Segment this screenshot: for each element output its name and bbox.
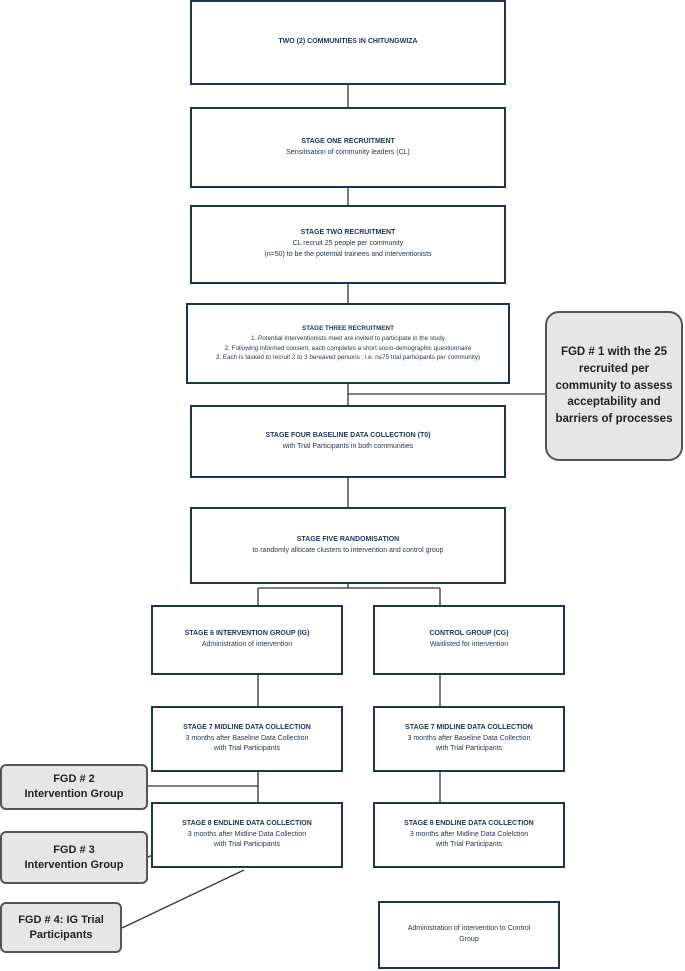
ig-midline-title: STAGE 7 MIDLINE DATA COLLECTION	[183, 723, 311, 731]
fgd3-line: FGD # 3	[53, 843, 95, 856]
stage-one-line: Sensitisation of community leaders (CL)	[286, 148, 410, 156]
cg-midline-line: 3 months after Baseline Data Collection	[407, 734, 531, 742]
ig-endline-box: STAGE 8 ENDLINE DATA COLLECTION 3 months…	[151, 802, 343, 868]
stage-four-line: with Trial Participants in both communit…	[282, 442, 414, 450]
control-group-box: CONTROL GROUP (CG) Waitlisted for interv…	[373, 605, 565, 675]
stage-five-title: STAGE FIVE RANDOMISATION	[296, 535, 400, 543]
stage-five-line: to randomly allocate clusters to interve…	[252, 546, 444, 554]
ig-endline-line: 3 months after Midline Data Collection	[187, 830, 307, 838]
cg-midline-box: STAGE 7 MIDLINE DATA COLLECTION 3 months…	[373, 706, 565, 772]
ig-midline-box: STAGE 7 MIDLINE DATA COLLECTION 3 months…	[151, 706, 343, 772]
fgd2-box: FGD # 2 Intervention Group	[0, 764, 148, 810]
cg-midline-title: STAGE 7 MIDLINE DATA COLLECTION	[405, 723, 533, 731]
stage-three-line: 3. Each is tasked to recruit 2 to 3 bere…	[215, 354, 481, 362]
cg-endline-line: 3 months after Midline Data Colelction	[409, 830, 529, 838]
stage-two-line: (n=50) to be the potential trainees and …	[264, 250, 432, 258]
fgd1-line: recruited per	[578, 362, 650, 375]
fgd2-line: FGD # 2	[53, 773, 95, 786]
intervention-group-line: Administration of intervention	[201, 641, 293, 648]
cg-midline-line: with Trial Participants	[435, 745, 503, 753]
ig-midline-line: with Trial Participants	[213, 745, 281, 753]
cg-administration-line: Administration of intervention to Contro…	[407, 925, 531, 933]
stage-five-box: STAGE FIVE RANDOMISATION to randomly all…	[190, 507, 506, 584]
stage-one-title: STAGE ONE RECRUITMENT	[301, 137, 395, 145]
fgd4-line: FGD # 4: IG Trial	[18, 913, 104, 926]
intervention-group-box: STAGE 6 INTERVENTION GROUP (IG) Administ…	[151, 605, 343, 675]
fgd1-line: FGD # 1 with the 25	[560, 346, 668, 359]
stage-two-box: STAGE TWO RECRUITMENT CL recruit 25 peop…	[190, 205, 506, 284]
stage-four-box: STAGE FOUR BASELINE DATA COLLECTION (T0)…	[190, 405, 506, 478]
communities-title: TWO (2) COMMUNITIES IN CHITUNGWIZA	[278, 38, 418, 46]
fgd3-box: FGD # 3 Intervention Group	[0, 831, 148, 884]
cg-endline-box: STAGE 8 ENDLINE DATA COLLECTION 3 months…	[373, 802, 565, 868]
fgd3-line: Intervention Group	[24, 858, 124, 871]
fgd1-line: acceptability and	[567, 396, 661, 409]
cg-administration-box: Administration of intervention to Contro…	[378, 901, 560, 969]
connector-fgd4	[121, 869, 245, 929]
communities-box: TWO (2) COMMUNITIES IN CHITUNGWIZA	[190, 0, 506, 85]
fgd1-box: FGD # 1 with the 25 recruited per commun…	[545, 311, 683, 461]
stage-three-box: STAGE THREE RECRUITMENT 1. Potential Int…	[186, 303, 510, 384]
intervention-group-title: STAGE 6 INTERVENTION GROUP (IG)	[184, 630, 310, 638]
fgd1-line: community to assess	[555, 379, 673, 392]
fgd4-line: Participants	[29, 928, 93, 941]
stage-two-line: CL recruit 25 people per community	[292, 240, 404, 248]
stage-three-title: STAGE THREE RECRUITMENT	[302, 325, 394, 332]
stage-three-line: 1. Potential Interventionists meet are i…	[251, 334, 445, 342]
cg-administration-line: Group	[459, 936, 479, 943]
cg-endline-line: with Trial Participants	[435, 841, 503, 849]
stage-two-title: STAGE TWO RECRUITMENT	[300, 229, 396, 237]
stage-four-title: STAGE FOUR BASELINE DATA COLLECTION (T0)	[265, 431, 431, 439]
ig-endline-title: STAGE 8 ENDLINE DATA COLLECTION	[182, 819, 312, 827]
fgd2-line: Intervention Group	[24, 788, 124, 800]
ig-midline-line: 3 months after Baseline Data Collection	[185, 734, 309, 742]
ig-endline-line: with Trial Participants	[213, 841, 281, 849]
fgd4-box: FGD # 4: IG Trial Participants	[0, 902, 122, 953]
control-group-title: CONTROL GROUP (CG)	[429, 630, 509, 638]
fgd1-line: barriers of processes	[555, 413, 673, 425]
stage-three-line: 2. Following informed consent, each comp…	[224, 344, 472, 352]
stage-one-box: STAGE ONE RECRUITMENT Sensitisation of c…	[190, 107, 506, 188]
cg-endline-title: STAGE 8 ENDLINE DATA COLLECTION	[404, 819, 534, 827]
control-group-line: Waitlisted for intervention	[429, 641, 509, 648]
